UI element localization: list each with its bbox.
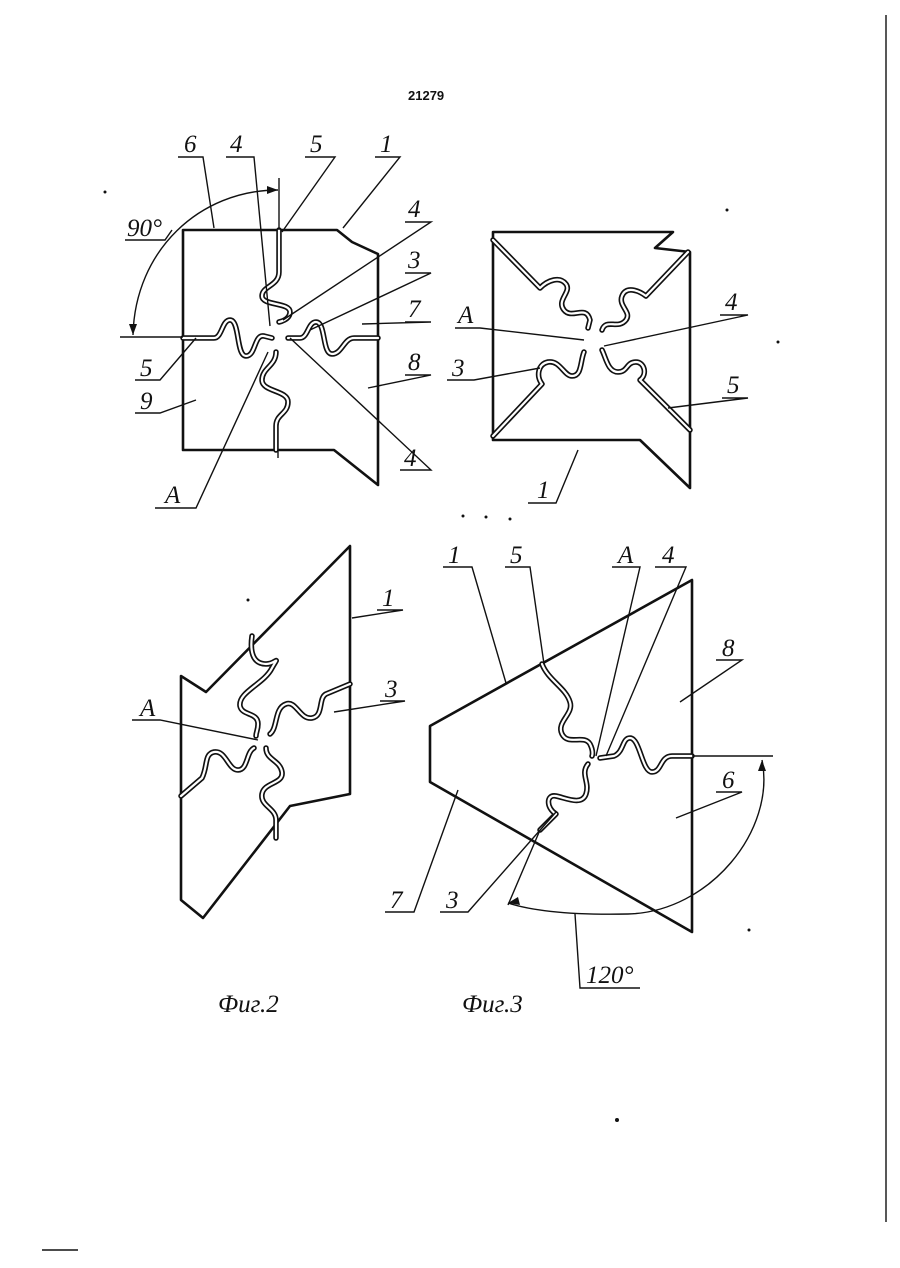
label-1: 1 [448, 542, 461, 569]
figure-top-left: 90° 6 4 5 1 4 3 7 5 8 9 4 A [120, 131, 431, 509]
angle-arc-90 [133, 190, 278, 335]
label-9: 9 [140, 388, 153, 415]
label-4: 4 [662, 542, 675, 569]
label-4a: 4 [230, 131, 243, 158]
figure-2: 1 3 A Фиг.2 [132, 546, 405, 1018]
label-1: 1 [537, 477, 550, 504]
label-3: 3 [384, 676, 398, 703]
label-5: 5 [727, 372, 740, 399]
slot-lower-right-inner [602, 350, 690, 430]
label-8: 8 [408, 349, 421, 376]
label-4b: 4 [408, 196, 421, 223]
label-5b: 5 [140, 355, 153, 382]
leader-1 [343, 157, 400, 228]
label-3: 3 [407, 247, 421, 274]
label-angle-120: 120° [586, 962, 634, 989]
figure-top-right: A 4 3 5 1 [447, 232, 748, 504]
label-7: 7 [390, 887, 404, 914]
leader-A [132, 720, 258, 740]
label-4c: 4 [404, 445, 417, 472]
leader-6 [676, 792, 742, 818]
leader-1 [352, 610, 403, 618]
arrow-head [129, 324, 137, 335]
label-1: 1 [380, 131, 393, 158]
label-6: 6 [184, 131, 197, 158]
label-7: 7 [408, 296, 422, 323]
arrow-head [267, 186, 278, 194]
leader-5 [668, 398, 748, 408]
label-A: A [456, 302, 474, 329]
slot-upper-left [493, 240, 590, 328]
label-3: 3 [451, 355, 465, 382]
leader-6 [178, 157, 214, 228]
label-5: 5 [510, 542, 523, 569]
slot-right [270, 684, 350, 734]
leader-1 [443, 567, 506, 683]
plate-outline [430, 580, 692, 932]
plate-outline [181, 546, 350, 918]
slot-right-inner [600, 738, 692, 772]
label-angle-90: 90° [127, 215, 162, 242]
figure-3: 1 5 A 4 8 6 7 3 120° Фиг.3 [385, 542, 773, 1018]
slot-lower-left [493, 352, 584, 436]
leader-5a [282, 157, 335, 232]
slot-left [181, 748, 254, 796]
label-8: 8 [722, 635, 735, 662]
leader-1 [528, 450, 578, 503]
label-4: 4 [725, 289, 738, 316]
slot-left-inner [183, 320, 272, 356]
axis-diagonal [508, 830, 540, 905]
caption-fig3: Фиг.3 [462, 991, 523, 1018]
leader-7 [362, 322, 431, 324]
slot-upper-right [602, 252, 688, 330]
slot-lower [262, 748, 282, 838]
label-3: 3 [445, 887, 459, 914]
slot-upper [542, 664, 593, 756]
label-A: A [163, 482, 181, 509]
label-A: A [138, 695, 156, 722]
leader-8 [680, 660, 742, 702]
caption-fig2: Фиг.2 [218, 991, 279, 1018]
label-5a: 5 [310, 131, 323, 158]
arrow-head [758, 760, 766, 771]
label-6: 6 [722, 767, 735, 794]
label-A: A [616, 542, 634, 569]
leader-A [455, 328, 584, 340]
leader-5 [505, 567, 544, 664]
label-1: 1 [382, 585, 395, 612]
slot-top [262, 230, 290, 322]
